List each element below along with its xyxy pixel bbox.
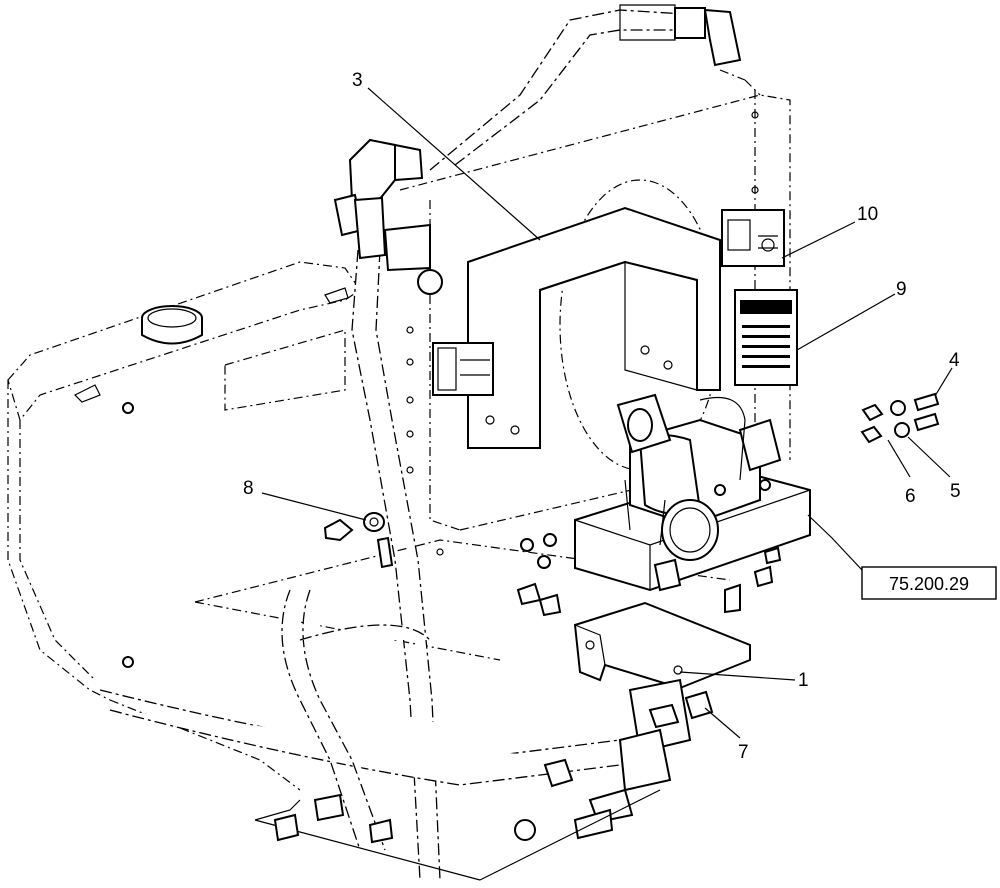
callout-4: 4 [949, 350, 960, 371]
reference-box[interactable]: 75.200.29 [861, 566, 997, 600]
elbow-fittings [333, 138, 443, 295]
decal-9 [734, 289, 798, 386]
decal-warning-left [432, 342, 494, 396]
callout-6: 6 [905, 486, 916, 507]
hardware-item-8 [323, 512, 394, 569]
callout-9: 9 [896, 279, 907, 300]
leader-lines [261, 87, 953, 739]
callout-1: 1 [798, 670, 809, 691]
callout-labels: 3 10 9 4 5 6 8 1 7 [243, 70, 961, 763]
shield-cover [467, 206, 721, 449]
hoses [99, 4, 742, 881]
decal-10 [721, 209, 785, 267]
mounting-bolts [516, 533, 782, 617]
pump-valve-assembly [574, 393, 811, 614]
callout-5: 5 [950, 481, 961, 502]
callout-8: 8 [243, 478, 254, 499]
callout-3: 3 [352, 70, 363, 91]
callout-10: 10 [857, 204, 878, 225]
lower-fittings [514, 678, 714, 841]
reference-label: 75.200.29 [889, 574, 969, 594]
fuel-tank [7, 261, 361, 791]
lower-chassis [254, 789, 661, 881]
hardware-items-4-5-6 [860, 392, 940, 444]
callout-7: 7 [738, 742, 749, 763]
